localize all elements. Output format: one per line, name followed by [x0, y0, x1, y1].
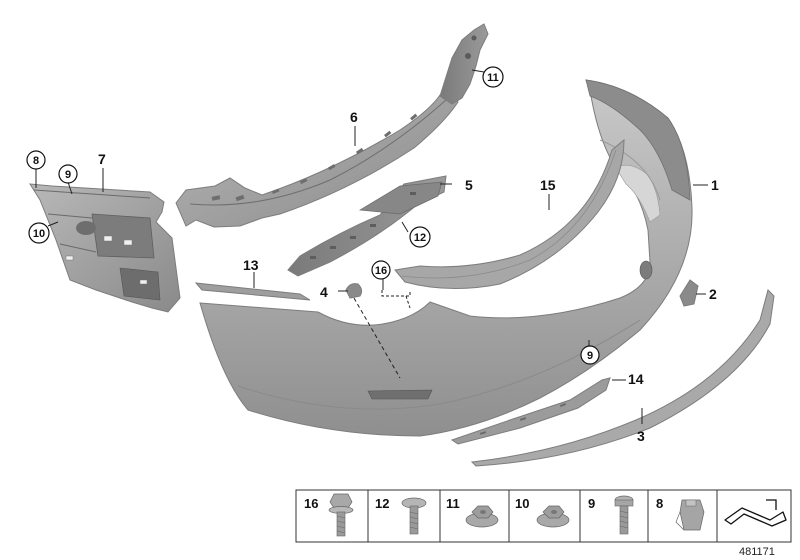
plug-2: [679, 279, 699, 307]
callout-12: 12: [414, 232, 426, 244]
legend-label-8: 8: [656, 496, 663, 511]
legend-label-12: 12: [375, 496, 389, 511]
callouts: 1 2 3 4 5 6 7 13 14 15 8 9 10 11 12: [26, 66, 719, 444]
callout-5: 5: [465, 177, 473, 193]
callout-16-circle: 16: [371, 260, 391, 280]
reference-number: 481171: [739, 546, 775, 558]
bumper-carrier-6: [175, 91, 459, 228]
callout-1: 1: [711, 177, 719, 193]
guide-5: [287, 175, 447, 277]
callout-11-circle: 11: [482, 66, 504, 88]
callout-16: 16: [375, 265, 387, 277]
callout-3: 3: [637, 428, 645, 444]
clip-nut-icon: [675, 499, 705, 531]
callout-8-circle: 8: [26, 150, 46, 170]
callout-10-circle: 10: [28, 222, 50, 244]
callout-9b-circle: 9: [580, 345, 600, 365]
legend-label-16: 16: [304, 496, 318, 511]
callout-9a-circle: 9: [58, 164, 78, 184]
direction-arrow-icon: [724, 499, 787, 527]
legend-label-10: 10: [515, 496, 529, 511]
callout-7: 7: [98, 151, 106, 167]
side-bracket-7: [29, 183, 181, 313]
torx-screw-icon: [614, 495, 634, 535]
callout-6: 6: [350, 109, 358, 125]
legend-label-9: 9: [588, 496, 595, 511]
callout-15: 15: [540, 177, 556, 193]
flat-head-screw-icon: [401, 497, 427, 535]
fastener-legend: 16 12 11 10 9 8: [295, 489, 792, 543]
callout-2: 2: [709, 286, 717, 302]
trim-strip-15: [394, 138, 625, 289]
bracket-11: [439, 23, 489, 105]
rear-bumper-panel: [199, 79, 693, 437]
callout-4: 4: [320, 284, 328, 300]
callout-8: 8: [33, 155, 39, 167]
callout-9b: 9: [587, 350, 593, 362]
callout-13: 13: [243, 257, 259, 273]
leader-lines: [35, 69, 708, 424]
screw-with-collar-icon: [328, 493, 354, 537]
strip-13: [194, 282, 311, 301]
hex-nut-with-washer-icon: [465, 505, 499, 528]
hex-nut-with-washer-icon-2: [536, 505, 570, 528]
callout-10: 10: [33, 228, 45, 240]
lower-trim-3: [470, 289, 775, 467]
strip-14: [450, 377, 611, 445]
grommet-4: [345, 283, 363, 299]
callout-14: 14: [628, 371, 644, 387]
callout-12-circle: 12: [409, 226, 431, 248]
legend-label-11: 11: [446, 496, 460, 511]
callout-9a: 9: [65, 169, 71, 181]
callout-11: 11: [487, 72, 499, 84]
assembly-lines: [353, 290, 411, 379]
